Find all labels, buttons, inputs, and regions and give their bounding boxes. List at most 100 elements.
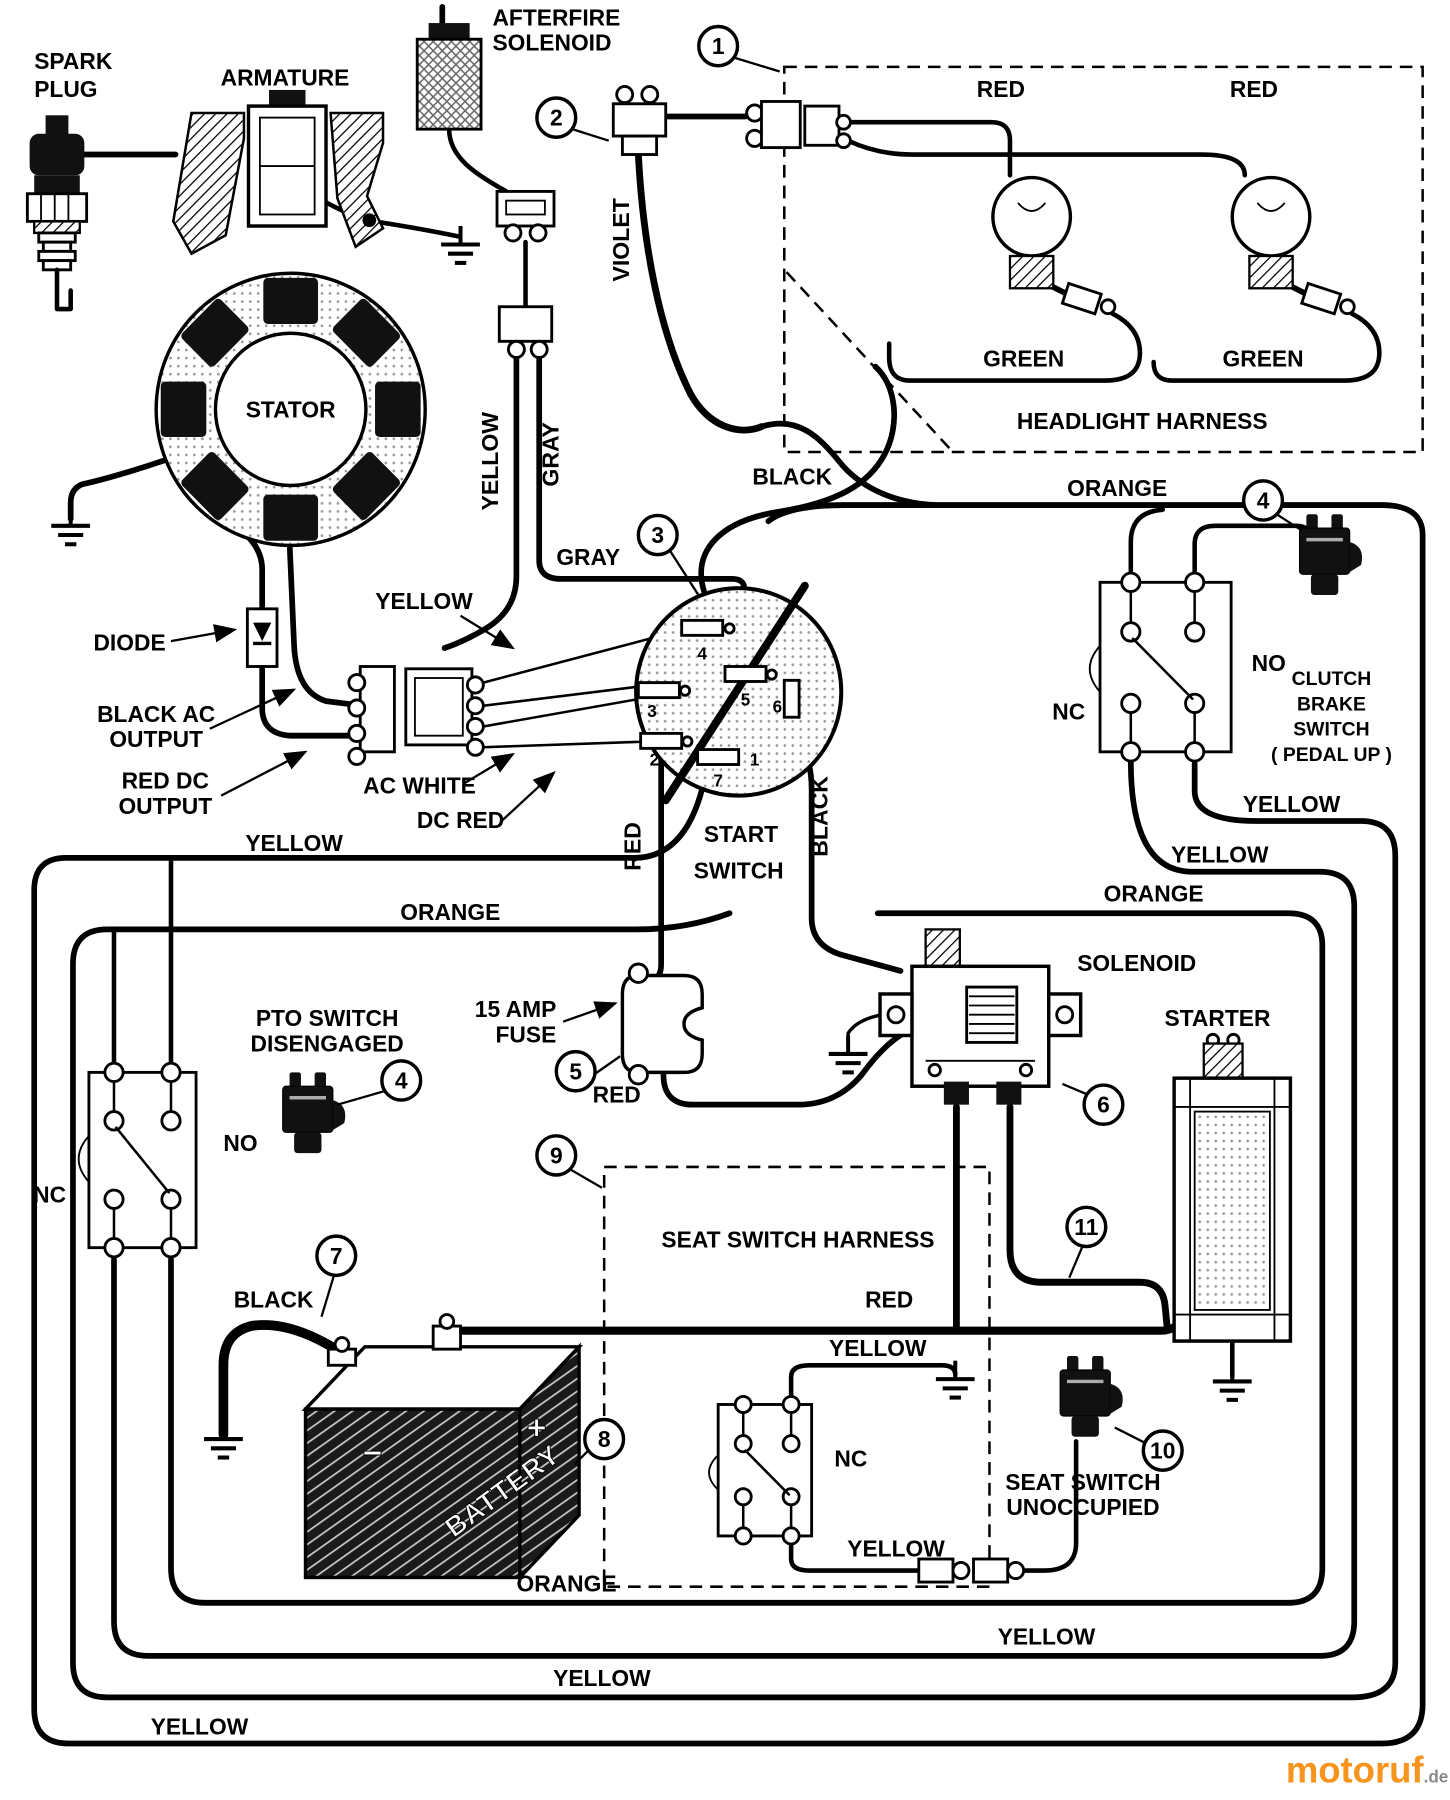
callout-10: 10	[1141, 1429, 1184, 1472]
callout-1: 1	[697, 24, 740, 68]
wire-battery-red	[449, 1310, 1185, 1335]
wire-startswitch-red	[649, 755, 665, 984]
watermark-tld[interactable]: .de	[1424, 1767, 1449, 1787]
callout-8: 8	[583, 1417, 626, 1461]
battery	[204, 1313, 584, 1582]
svg-text:1: 1	[712, 33, 725, 59]
svg-text:7: 7	[330, 1243, 343, 1269]
label-left-no: NO	[223, 1130, 257, 1156]
label-left-nc: NC	[33, 1182, 66, 1208]
wire-loop-d	[168, 910, 1326, 1606]
svg-text:SWITCH: SWITCH	[694, 858, 784, 884]
wire-battery-black	[218, 1320, 352, 1440]
pin-2: 2	[650, 750, 660, 770]
callout-4-pto: 4	[380, 1059, 423, 1102]
label-gray-vert: GRAY	[538, 422, 564, 486]
ground-icon	[1213, 1363, 1252, 1400]
pin-6: 6	[773, 697, 783, 717]
label-armature: ARMATURE	[221, 64, 350, 90]
svg-text:SOLENOID: SOLENOID	[492, 30, 611, 56]
label-yellow-bottom1: YELLOW	[998, 1623, 1096, 1649]
svg-text:8: 8	[598, 1426, 611, 1452]
starter-solenoid	[829, 928, 1083, 1105]
label-gray-horiz: GRAY	[556, 544, 620, 570]
watermark[interactable]: motoruf.de	[1286, 1750, 1448, 1791]
wire-seat-yellow-top	[788, 1362, 958, 1398]
seat-switch-harness-box	[602, 1165, 1026, 1588]
battery-plus-symbol: +	[527, 1409, 547, 1447]
pin-7: 7	[713, 770, 723, 790]
svg-text:OUTPUT: OUTPUT	[118, 793, 212, 819]
svg-text:4: 4	[1257, 487, 1270, 513]
wire-afterfire-down	[446, 126, 509, 194]
label-red-2: RED	[1230, 76, 1278, 102]
ignition-connector	[611, 85, 668, 156]
watermark-brand[interactable]: motoruf	[1286, 1750, 1424, 1791]
diode	[245, 607, 279, 668]
svg-text:DISENGAGED: DISENGAGED	[251, 1031, 404, 1057]
label-green-1: GREEN	[983, 346, 1064, 372]
label-red-1: RED	[977, 76, 1025, 102]
callout-7: 7	[315, 1234, 358, 1278]
svg-text:motoruf.de: motoruf.de	[1286, 1750, 1448, 1791]
callout-11: 11	[1065, 1205, 1108, 1249]
label-red-vert: RED	[620, 822, 646, 871]
label-seat-nc: NC	[834, 1446, 867, 1472]
wire-loop-c	[111, 758, 1358, 1659]
afterfire-solenoid	[415, 23, 556, 359]
callout-6: 6	[1082, 1083, 1125, 1127]
seat-circuit-switch	[708, 1394, 814, 1546]
label-yellow-r1: YELLOW	[1243, 791, 1341, 817]
label-orange-bottom: ORANGE	[517, 1570, 617, 1596]
svg-text:PLUG: PLUG	[34, 76, 97, 102]
wire-solenoid-starter	[1006, 1103, 1171, 1332]
wire-yellow-vertical	[441, 354, 520, 651]
headlight-harness	[745, 65, 1424, 454]
clutch-brake-switch	[1088, 571, 1233, 763]
callout-2: 2	[535, 96, 578, 139]
label-yellow-seat2: YELLOW	[847, 1536, 945, 1562]
label-clutch-brake-switch: CLUTCH	[1292, 668, 1372, 690]
label-clutch-nc: NC	[1052, 698, 1085, 724]
ground-icon	[441, 226, 480, 263]
svg-text:FUSE: FUSE	[496, 1021, 557, 1047]
clutch-brake-connector	[1297, 512, 1364, 597]
label-ac-white: AC WHITE	[363, 772, 476, 798]
svg-text:OUTPUT: OUTPUT	[109, 726, 203, 752]
label-black-battery: BLACK	[234, 1287, 314, 1313]
callout-4-clutch: 4	[1241, 479, 1285, 522]
wire-armature-ground	[312, 193, 461, 239]
label-black-1: BLACK	[752, 463, 832, 489]
regulator-connectors	[347, 665, 485, 766]
pin-5: 5	[741, 690, 751, 710]
ground-icon	[829, 1035, 868, 1072]
label-violet: VIOLET	[608, 198, 634, 281]
wire-network	[31, 4, 1426, 1747]
callout-5: 5	[554, 1049, 597, 1093]
seat-switch-connector	[1058, 1354, 1125, 1439]
wire-fuse-solenoid	[660, 1018, 931, 1108]
label-black-ac-output: BLACK AC	[97, 701, 215, 727]
wire-black-bundle	[698, 363, 897, 596]
label-yellow-r2: YELLOW	[1171, 841, 1269, 867]
ground-icon	[51, 507, 90, 544]
label-afterfire-solenoid: AFTERFIRE	[492, 4, 620, 30]
label-headlight-harness: HEADLIGHT HARNESS	[1017, 408, 1268, 434]
label-start-switch: START	[704, 821, 778, 847]
svg-text:3: 3	[651, 522, 664, 548]
starter-motor	[1172, 1032, 1293, 1400]
label-orange-1: ORANGE	[1067, 475, 1167, 501]
label-stator: STATOR	[246, 396, 336, 422]
wire-loop-b	[70, 760, 1399, 1701]
svg-text:6: 6	[1097, 1092, 1110, 1118]
label-dc-red: DC RED	[417, 807, 504, 833]
label-yellow-vert: YELLOW	[477, 412, 503, 511]
callouts: 1 2 3 4 4 5 6 7 8 9 10 11	[315, 24, 1303, 1472]
label-spark-plug: SPARK	[34, 48, 113, 74]
headlight-bulb-left	[991, 175, 1117, 316]
label-black-vert: BLACK	[807, 776, 833, 857]
svg-text:2: 2	[550, 105, 563, 131]
label-diode: DIODE	[93, 629, 165, 655]
wire-stator-output	[286, 539, 366, 709]
leader-lines	[170, 614, 618, 1023]
